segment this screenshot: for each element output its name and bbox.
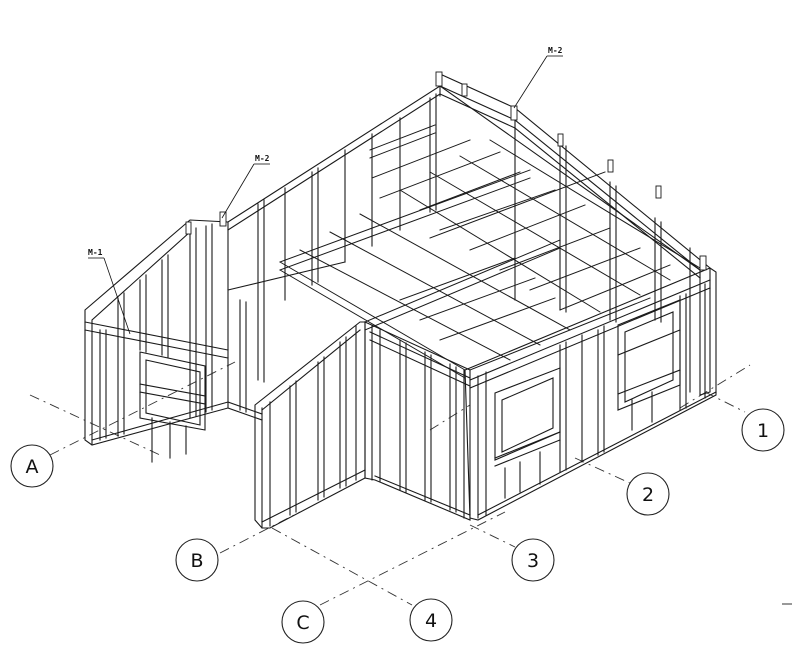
tag-m2-right-text: M-2	[548, 46, 563, 55]
grid-label-3: 3	[527, 550, 539, 572]
purlin-posts	[185, 71, 707, 271]
right-wall-top-plate-2	[514, 127, 701, 279]
front-window-inner-left	[501, 377, 554, 453]
tag-m1-leader	[103, 257, 131, 335]
grid-bubble-4: 4	[409, 598, 453, 642]
right-wall-top-plate	[514, 119, 701, 271]
left-gable-inner-rake	[91, 231, 191, 446]
grid-bubble-1: 1	[741, 408, 785, 452]
grid-label-2: 2	[642, 484, 654, 506]
grid-label-a: A	[26, 456, 39, 478]
roof-joists	[279, 124, 701, 379]
right-back-wall	[439, 73, 711, 396]
lower-left-gable-wall	[254, 321, 366, 529]
post-m2-right	[510, 105, 518, 121]
axis-line-1	[704, 391, 746, 413]
grid-label-b: B	[190, 550, 203, 572]
tag-m2-left-text: M-2	[255, 154, 270, 163]
grid-label-1: 1	[757, 420, 769, 442]
left-window-opening	[139, 351, 206, 431]
tag-m2-left-leader	[221, 163, 255, 219]
member-tag-m1: M-1	[88, 248, 131, 335]
front-right-bottom-plate	[477, 391, 717, 516]
front-window-inner-right	[624, 311, 674, 403]
member-tag-m2-right: M-2	[513, 46, 563, 109]
left-side-wall	[227, 299, 263, 421]
front-right-wall	[464, 267, 717, 521]
lower-gable-bottom-plate	[261, 469, 366, 523]
front-middle-wall	[364, 321, 471, 521]
grid-bubble-2: 2	[626, 472, 670, 516]
axis-line-4	[271, 527, 413, 606]
left-wall-bottom-plate	[91, 401, 229, 441]
axis-line-a-ext	[29, 394, 161, 456]
grid-bubble-3: 3	[511, 538, 555, 582]
axis-line-a	[49, 361, 236, 456]
grid-bubble-c: C	[281, 600, 325, 644]
right-wall-outline	[439, 73, 711, 396]
left-wall-top-plate-2	[84, 329, 229, 359]
left-gable-wall	[84, 219, 229, 463]
axis-line-3	[469, 524, 516, 548]
axis-line-2	[574, 457, 633, 485]
lower-gable-outline	[254, 321, 366, 529]
grid-label-4: 4	[425, 610, 437, 632]
axis-line-1-ext	[679, 364, 751, 409]
tag-m1-text: M-1	[88, 248, 103, 257]
mid-girt	[227, 261, 346, 291]
front-middle-outline	[364, 321, 471, 521]
member-tag-m2-left: M-2	[221, 154, 270, 219]
left-window-inner	[145, 359, 201, 426]
grid-label-c: C	[296, 612, 309, 634]
left-wall-top-plate	[84, 321, 229, 351]
post-ridge	[435, 71, 443, 87]
front-window-opening-left	[494, 367, 561, 461]
axis-line-c	[319, 511, 506, 606]
grid-bubble-b: B	[175, 538, 219, 582]
front-window-opening-right	[617, 299, 681, 411]
grid-bubble-a: A	[10, 444, 54, 488]
tag-m2-right-leader	[513, 55, 548, 109]
post-m2-left	[219, 211, 227, 227]
wall-frame	[84, 71, 717, 529]
